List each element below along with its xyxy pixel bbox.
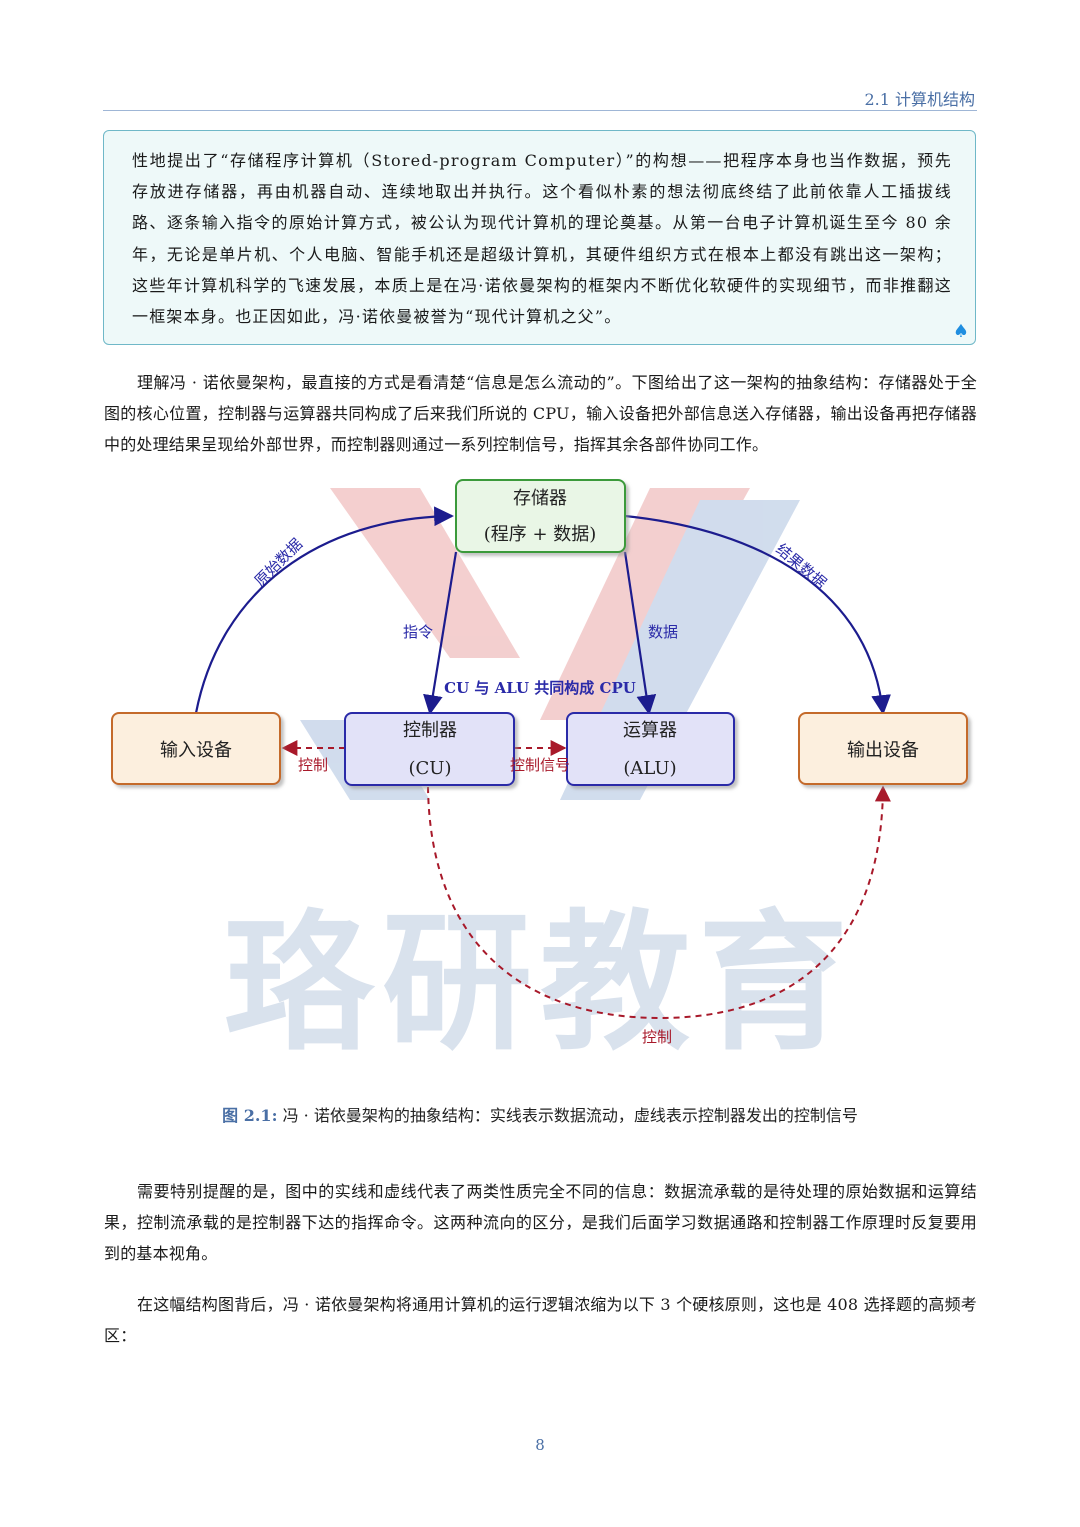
- control-left-label: 控制: [298, 756, 328, 774]
- von-neumann-diagram: 珞研教育 存储器 (程序 + 数据) 输入设备 输出设备 控制器 (CU) 运算…: [111, 479, 968, 1071]
- instruction-arrow: [423, 551, 458, 715]
- paragraph-1: 理解冯 · 诺依曼架构，最直接的方式是看清楚“信息是怎么流动的”。下图给出了这一…: [104, 373, 977, 454]
- data-label: 数据: [648, 623, 678, 641]
- watermark-logo: 珞研教育: [224, 488, 856, 1071]
- controller-sublabel: (CU): [409, 758, 452, 779]
- header-divider: [103, 110, 977, 111]
- figure-caption: 图 2.1: 冯 · 诺依曼架构的抽象结构：实线表示数据流动，虚线表示控制器发出…: [0, 1102, 1080, 1126]
- data-arrow: [623, 551, 657, 715]
- output-device-node: 输出设备: [798, 712, 968, 785]
- controller-label: 控制器: [403, 720, 457, 741]
- input-device-label: 输入设备: [160, 740, 232, 761]
- control-to-output-arrow: [427, 785, 891, 1020]
- alu-label: 运算器: [623, 720, 677, 741]
- caption-label: 图 2.1:: [222, 1106, 278, 1125]
- controller-node: 控制器 (CU): [344, 712, 515, 786]
- control-signal-label: 控制信号: [510, 756, 570, 774]
- raw-data-label: 原始数据: [251, 535, 306, 590]
- instruction-label: 指令: [403, 623, 433, 641]
- spade-icon: ♠: [952, 321, 969, 342]
- section-header-title: 2.1 计算机结构: [864, 90, 975, 109]
- memory-node: 存储器 (程序 + 数据): [455, 479, 626, 553]
- paragraph-3: 在这幅结构图背后，冯 · 诺依曼架构将通用计算机的运行逻辑浓缩为以下 3 个硬核…: [104, 1295, 977, 1345]
- input-device-node: 输入设备: [111, 712, 281, 785]
- page-number: 8: [535, 1436, 545, 1454]
- result-data-arrow: [624, 514, 891, 715]
- memory-sublabel: (程序 + 数据): [484, 524, 597, 545]
- cpu-note-label: CU 与 ALU 共同构成 CPU: [444, 679, 636, 697]
- alu-node: 运算器 (ALU): [566, 712, 735, 786]
- control-bottom-label: 控制: [642, 1028, 672, 1046]
- alu-sublabel: (ALU): [623, 758, 676, 779]
- paragraph-2: 需要特别提醒的是，图中的实线和虚线代表了两类性质完全不同的信息：数据流承载的是待…: [104, 1182, 977, 1263]
- note-text: 性地提出了“存储程序计算机（Stored-program Computer）”的…: [132, 151, 952, 327]
- raw-data-arrow: [194, 506, 454, 714]
- caption-text: 冯 · 诺依曼架构的抽象结构：实线表示数据流动，虚线表示控制器发出的控制信号: [282, 1106, 858, 1125]
- result-data-label: 结果数据: [772, 540, 830, 592]
- note-box: 性地提出了“存储程序计算机（Stored-program Computer）”的…: [103, 130, 976, 345]
- output-device-label: 输出设备: [847, 740, 919, 761]
- watermark-text: 珞研教育: [224, 897, 856, 1071]
- memory-label: 存储器: [513, 488, 567, 509]
